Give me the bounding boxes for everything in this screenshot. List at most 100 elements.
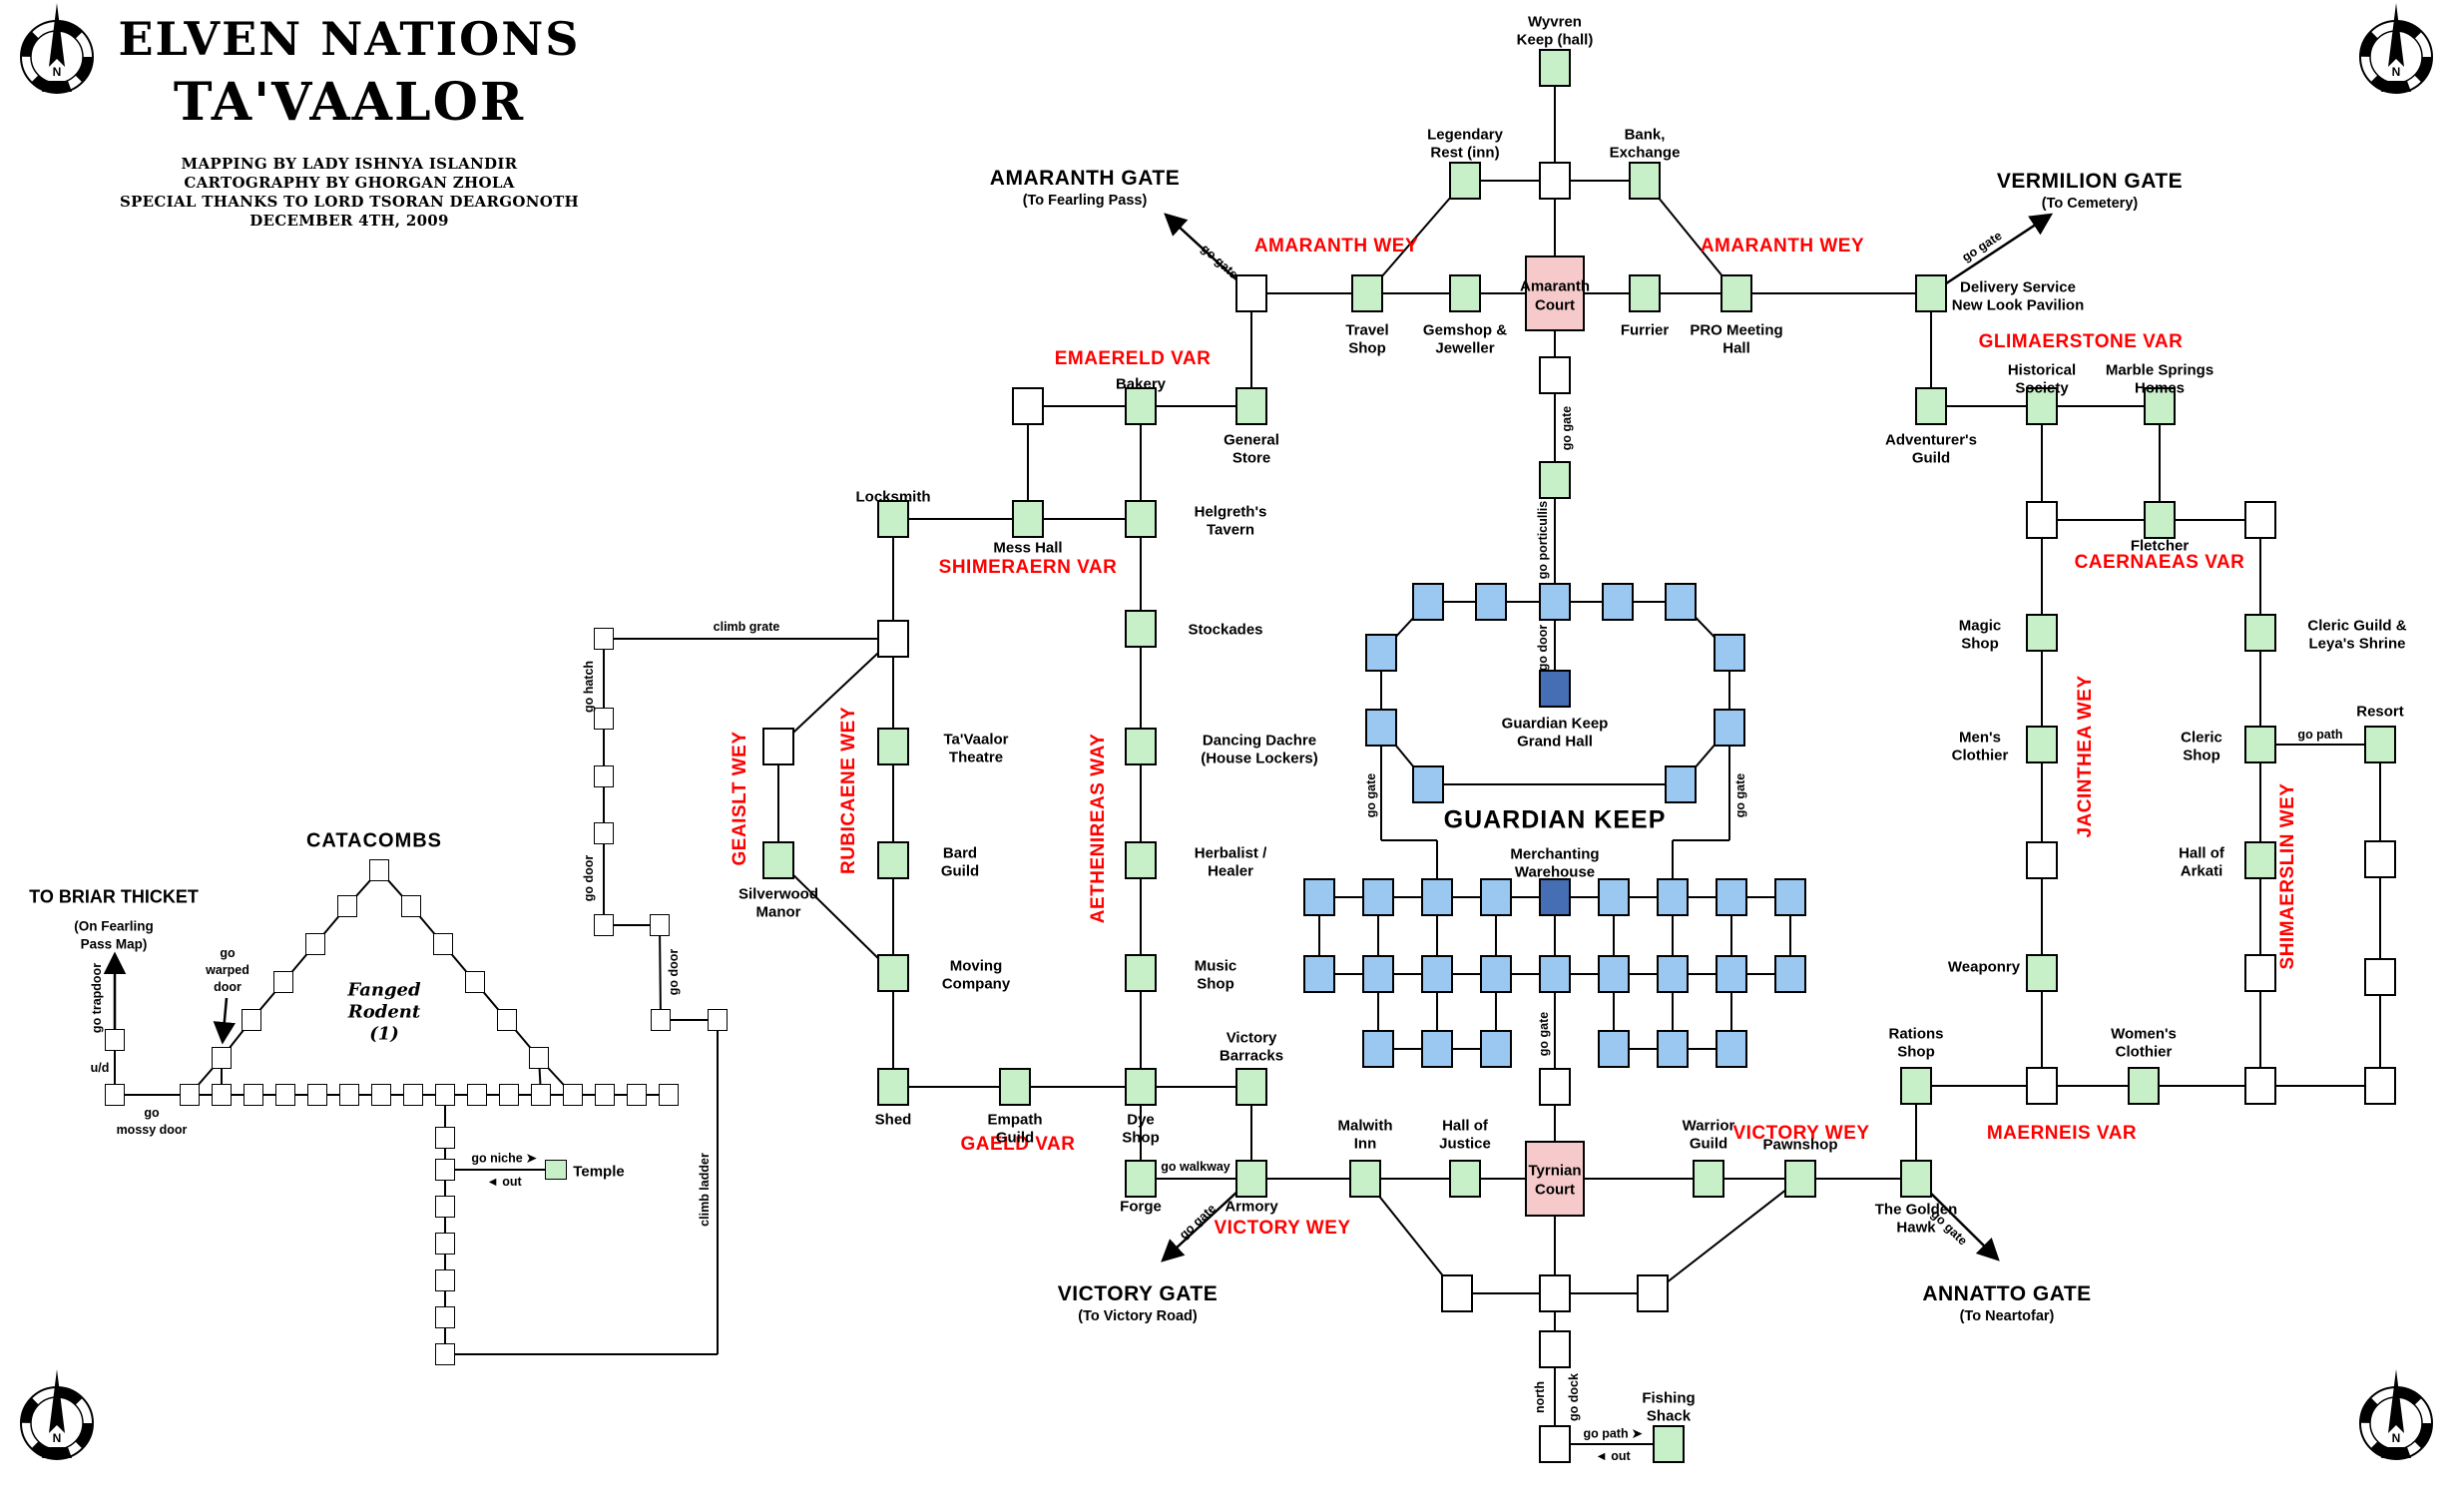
jacinthea-junction bbox=[2026, 841, 2058, 879]
label-resort: Resort bbox=[2356, 703, 2404, 721]
label-go-door: go door bbox=[667, 948, 681, 996]
compass-north-letter: N bbox=[53, 1431, 62, 1445]
label-temple: Temple bbox=[573, 1163, 625, 1181]
silverwood-manor bbox=[762, 841, 794, 879]
hall-of-arkati bbox=[2244, 841, 2276, 879]
keep-r2c4 bbox=[1480, 955, 1512, 993]
label-go-niche: go niche ➤ bbox=[471, 1151, 537, 1166]
label-society: Society bbox=[2015, 379, 2069, 397]
keep-r1c2 bbox=[1362, 878, 1394, 916]
cata-row6 bbox=[339, 1084, 359, 1106]
dock-junction-1 bbox=[1539, 1330, 1571, 1368]
resort bbox=[2364, 726, 2396, 763]
label-victory: Victory bbox=[1226, 1029, 1277, 1047]
label-rest-inn: Rest (inn) bbox=[1430, 144, 1500, 162]
label-exchange: Exchange bbox=[1609, 144, 1681, 162]
label-grand-hall: Grand Hall bbox=[1517, 733, 1593, 751]
emaereld-junction bbox=[1012, 387, 1044, 425]
mess-hall bbox=[1012, 500, 1044, 538]
label-shop: Shop bbox=[2183, 747, 2220, 764]
keep-r2c9 bbox=[1774, 955, 1806, 993]
label-warehouse: Warehouse bbox=[1514, 863, 1596, 881]
merchanting-warehouse bbox=[1539, 878, 1571, 916]
label-the-golden: The Golden bbox=[1874, 1201, 1958, 1219]
cata-door-1 bbox=[594, 914, 614, 936]
keep-ring-5 bbox=[1665, 583, 1697, 621]
label-barracks: Barracks bbox=[1219, 1047, 1284, 1065]
keep-r2c5 bbox=[1539, 955, 1571, 993]
label-north: north bbox=[1533, 1381, 1547, 1413]
label-mossy-door: mossy door bbox=[116, 1123, 188, 1137]
label-jeweller: Jeweller bbox=[1435, 339, 1495, 357]
adventurers-guild bbox=[1915, 387, 1947, 425]
cata-row4 bbox=[275, 1084, 295, 1106]
compass-rose-icon: N bbox=[2359, 1369, 2433, 1460]
label-guild: Guild bbox=[995, 1129, 1035, 1147]
keep-ring-11 bbox=[1665, 765, 1697, 803]
label-go: go bbox=[220, 946, 236, 960]
label-jacinthea-wey: JACINTHEA WEY bbox=[2075, 675, 2096, 838]
label-annatto-gate: ANNATTO GATE bbox=[1922, 1282, 2092, 1305]
keep-r2c3 bbox=[1421, 955, 1453, 993]
compass-north-letter: N bbox=[2392, 65, 2401, 79]
bank-exchange bbox=[1629, 162, 1661, 200]
label-keep-hall: Keep (hall) bbox=[1516, 31, 1594, 49]
temple bbox=[545, 1160, 567, 1180]
cata-l2 bbox=[305, 933, 325, 955]
victory-cross-junction bbox=[1539, 1274, 1571, 1312]
label-clothier: Clothier bbox=[2115, 1043, 2173, 1061]
label-fanged: Fanged bbox=[347, 979, 421, 1001]
label-climb-ladder: climb ladder bbox=[698, 1153, 712, 1227]
exit-arrow bbox=[1930, 213, 2054, 295]
cata-door-3 bbox=[651, 1009, 671, 1031]
label-amaranth-gate: AMARANTH GATE bbox=[989, 167, 1181, 190]
jacinthea-junction-s bbox=[2026, 1067, 2058, 1105]
tyrnian-court bbox=[1525, 1141, 1585, 1217]
label-go: go bbox=[144, 1106, 160, 1120]
label-aethenireas-way: AETHENIREAS WAY bbox=[1088, 733, 1109, 924]
guardian-keep-grand-hall bbox=[1539, 670, 1571, 708]
shed bbox=[877, 1068, 909, 1106]
keep-ring-9 bbox=[1714, 709, 1745, 747]
moving-company bbox=[877, 954, 909, 992]
exit-arrow bbox=[213, 997, 237, 1045]
cata-l3 bbox=[273, 971, 293, 993]
rubicaene-junction bbox=[877, 620, 909, 658]
label-helgreth-s: Helgreth's bbox=[1194, 503, 1267, 521]
credit-line: SPECIAL THANKS TO LORD TSORAN DEARGONOTH bbox=[119, 193, 580, 211]
cata-row14 bbox=[595, 1084, 615, 1106]
label-pro-meeting: PRO Meeting bbox=[1690, 321, 1783, 339]
keep-ring-2 bbox=[1475, 583, 1507, 621]
label-to-briar-thicket: TO BRIAR THICKET bbox=[29, 886, 199, 907]
compass-rose-icon: N bbox=[20, 1369, 94, 1460]
label-go-dock: go dock bbox=[1567, 1373, 1581, 1421]
label-justice: Justice bbox=[1439, 1135, 1491, 1153]
label-inn: Inn bbox=[1353, 1135, 1377, 1153]
cata-row8 bbox=[403, 1084, 423, 1106]
label-shop: Shop bbox=[1122, 1129, 1160, 1147]
compass-rose-icon: N bbox=[2359, 3, 2433, 94]
pro-meeting-hall bbox=[1720, 274, 1752, 312]
label-shop: Shop bbox=[1348, 339, 1386, 357]
dye-shop bbox=[1125, 1068, 1157, 1106]
label-door: door bbox=[214, 980, 242, 994]
label-out: ◄ out bbox=[486, 1175, 522, 1189]
caernaeas-junction-e bbox=[2244, 501, 2276, 539]
label-furrier: Furrier bbox=[1620, 321, 1670, 339]
label-empath: Empath bbox=[987, 1111, 1043, 1129]
label-rodent: Rodent bbox=[347, 1001, 421, 1023]
label-guardian-keep: Guardian Keep bbox=[1501, 715, 1609, 733]
shimaerslin-junction-s bbox=[2244, 1067, 2276, 1105]
keep-r3c2 bbox=[1362, 1030, 1394, 1068]
map-title-line2: TA'VAALOR bbox=[173, 72, 526, 133]
street-edge bbox=[777, 859, 894, 974]
keep-r2c7 bbox=[1657, 955, 1689, 993]
label-amaranth-wey: AMARANTH WEY bbox=[1253, 236, 1419, 256]
label-cleric-guild: Cleric Guild & bbox=[2307, 617, 2407, 635]
keep-r1c3 bbox=[1421, 878, 1453, 916]
label-out: ◄ out bbox=[1595, 1449, 1631, 1463]
label-go-gate: go gate bbox=[1364, 772, 1378, 818]
delivery-service bbox=[1915, 274, 1947, 312]
map-title-block: ELVEN NATIONS TA'VAALOR MAPPING BY LADY … bbox=[100, 12, 599, 231]
cata-mossy-west bbox=[105, 1084, 125, 1106]
